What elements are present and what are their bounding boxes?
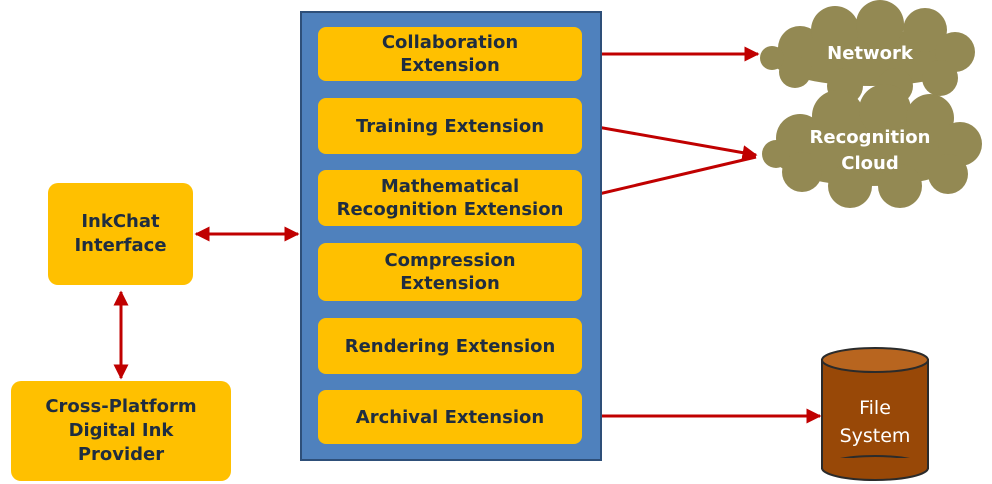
file-system-label: File System <box>839 397 911 447</box>
extension-label: Training Extension <box>355 115 545 137</box>
extension-rendering: Rendering Extension <box>318 318 582 374</box>
recognition-cloud-label: Recognition Cloud <box>809 127 931 174</box>
arrow-math-recognition <box>584 155 757 202</box>
arrow-training-recognition <box>584 119 758 161</box>
extension-training: Training Extension <box>318 98 582 154</box>
ink-provider-box: Cross-Platform Digital Ink Provider <box>11 381 231 481</box>
extension-label: Rendering Extension <box>344 335 556 357</box>
extension-archival: Archival Extension <box>318 390 582 444</box>
inkchat-interface-box: InkChat Interface <box>48 183 193 285</box>
extension-math-recognition: Mathematical Recognition Extension <box>318 170 582 226</box>
extension-label: Archival Extension <box>355 406 545 428</box>
extension-label: Mathematical Recognition Extension <box>336 176 564 220</box>
extension-label: Compression Extension <box>384 250 516 294</box>
extension-compression: Compression Extension <box>318 243 582 301</box>
extensions-panel <box>300 11 602 461</box>
extension-label: Collaboration Extension <box>381 32 519 76</box>
inkchat-interface-label: InkChat Interface <box>74 211 167 256</box>
network-label: Network <box>827 43 913 64</box>
ink-provider-label: Cross-Platform Digital Ink Provider <box>45 396 197 465</box>
extension-collaboration: Collaboration Extension <box>318 27 582 81</box>
